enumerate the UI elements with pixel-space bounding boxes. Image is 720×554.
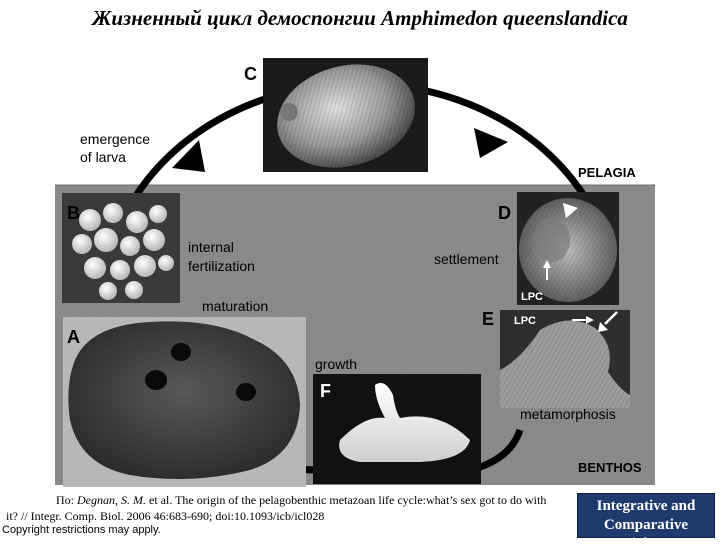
panel-c (263, 58, 428, 172)
panel-letter-f: F (320, 381, 331, 401)
copyright-notice: Copyright restrictions may apply. (2, 524, 161, 536)
title-species: Amphimedon queenslandica (381, 6, 628, 30)
arrow-emergence (172, 140, 205, 172)
zone-label-pelagia: PELAGIA (578, 165, 636, 180)
citation-rest: et al. The origin of the pelagobenthic m… (6, 493, 547, 523)
label-emergence: emergence of larva (80, 131, 154, 165)
panel-f (313, 374, 481, 484)
panel-b (62, 193, 180, 303)
arrow-settlement (474, 128, 508, 158)
journal-logo: Integrative and Comparative Biology (577, 493, 715, 552)
label-metamorphosis: metamorphosis (520, 406, 616, 422)
panel-letter-e: E (482, 309, 494, 329)
panel-letter-c: C (244, 64, 257, 84)
panel-a (63, 317, 306, 487)
journal-logo-line-2: Comparative Biology (603, 517, 689, 552)
label-settlement: settlement (434, 251, 499, 267)
label-maturation: maturation (202, 298, 268, 314)
panel-d (517, 192, 619, 305)
label-growth: growth (315, 356, 357, 372)
label-internal-fertilization: internal fertilization (188, 239, 255, 274)
slide-title: Жизненный цикл демоспонгии Amphimedon qu… (0, 6, 720, 31)
title-prefix: Жизненный цикл демоспонгии (92, 6, 382, 30)
panel-letter-b: B (67, 203, 80, 223)
panel-letter-d: D (498, 203, 511, 223)
citation: По: Degnan, S. M. et al. The origin of t… (6, 492, 561, 524)
citation-prefix: По: (56, 493, 77, 507)
zone-label-benthos: BENTHOS (578, 460, 642, 475)
panel-e (500, 310, 630, 408)
life-cycle-figure: C B A D E F PELAGIA BENTHOS emergence of… (55, 58, 655, 487)
label-lpc-d: LPC (521, 291, 543, 303)
label-lpc-e: LPC (514, 315, 536, 327)
journal-logo-line-1: Integrative and (596, 498, 696, 514)
citation-authors: Degnan, S. M. (77, 493, 146, 507)
panel-letter-a: A (67, 327, 80, 347)
